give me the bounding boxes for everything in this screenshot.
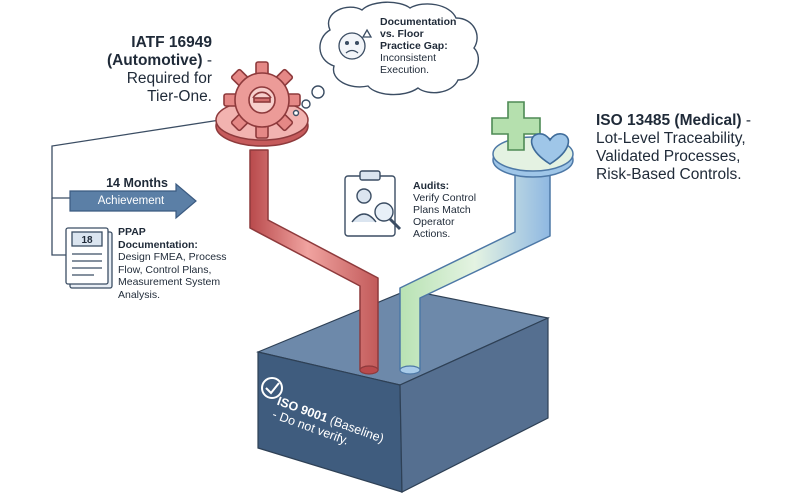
calendar-document-icon	[65, 227, 113, 289]
ppap-title2: Documentation:	[118, 238, 198, 251]
timeline-achievement-label: Achievement	[97, 195, 165, 207]
audits-line3: Operator	[413, 216, 455, 228]
iatf-label: IATF 16949 (Automotive) - Required for T…	[92, 34, 212, 106]
thought-title3: Practice Gap:	[380, 40, 448, 52]
iatf-title: IATF 16949	[131, 34, 212, 51]
iso13485-label: ISO 13485 (Medical) - Lot-Level Traceabi…	[596, 112, 796, 184]
ppap-line1: Design FMEA, Process	[118, 251, 227, 263]
audits-line2: Plans Match	[413, 204, 471, 216]
medical-cross-heart-icon	[491, 101, 574, 178]
iatf-subtitle: (Automotive)	[106, 52, 203, 69]
automotive-pipe	[249, 149, 379, 375]
medical-pipe	[399, 169, 551, 375]
thought-cloud	[292, 1, 479, 117]
audits-line1: Verify Control	[413, 192, 477, 204]
audits-label: Audits: Verify Control Plans Match Opera…	[413, 180, 523, 240]
ppap-line4: Analysis.	[118, 288, 161, 301]
iatf-desc-line2: Tier-One.	[147, 88, 212, 105]
ppap-title: PPAP	[118, 226, 146, 238]
ppap-line3: Measurement System	[118, 276, 221, 288]
iatf-desc-line1: Required for	[126, 70, 212, 87]
iso13485-line1: Lot-Level Traceability,	[596, 130, 746, 147]
timeline-duration: 14 Months	[106, 176, 168, 190]
thought-line2: Execution.	[380, 64, 430, 76]
worried-face-icon	[338, 28, 373, 60]
clipboard-magnifier-icon	[344, 170, 402, 237]
calendar-number: 18	[81, 235, 93, 246]
thought-cloud-text: Documentation vs. Floor Practice Gap: In…	[380, 16, 475, 76]
audits-line4: Actions.	[413, 228, 451, 240]
iso13485-line3: Risk-Based Controls.	[596, 166, 742, 183]
iatf-connector-lines	[51, 119, 221, 256]
iso13485-line2: Validated Processes,	[596, 148, 741, 165]
iso13485-title: ISO 13485 (Medical)	[596, 112, 742, 129]
ppap-line2: Flow, Control Plans,	[118, 263, 212, 276]
ppap-documentation-label: PPAP Documentation: Design FMEA, Process…	[118, 226, 268, 301]
gear-icon	[215, 61, 309, 147]
thought-title2: vs. Floor	[380, 28, 424, 40]
timeline-arrow	[69, 182, 197, 220]
iatf-dash: -	[202, 52, 212, 69]
thought-line1: Inconsistent	[380, 52, 437, 64]
audits-title: Audits:	[413, 180, 450, 192]
iso13485-dash: -	[741, 112, 752, 129]
check-circle-icon	[261, 377, 283, 399]
thought-title1: Documentation	[380, 16, 457, 28]
